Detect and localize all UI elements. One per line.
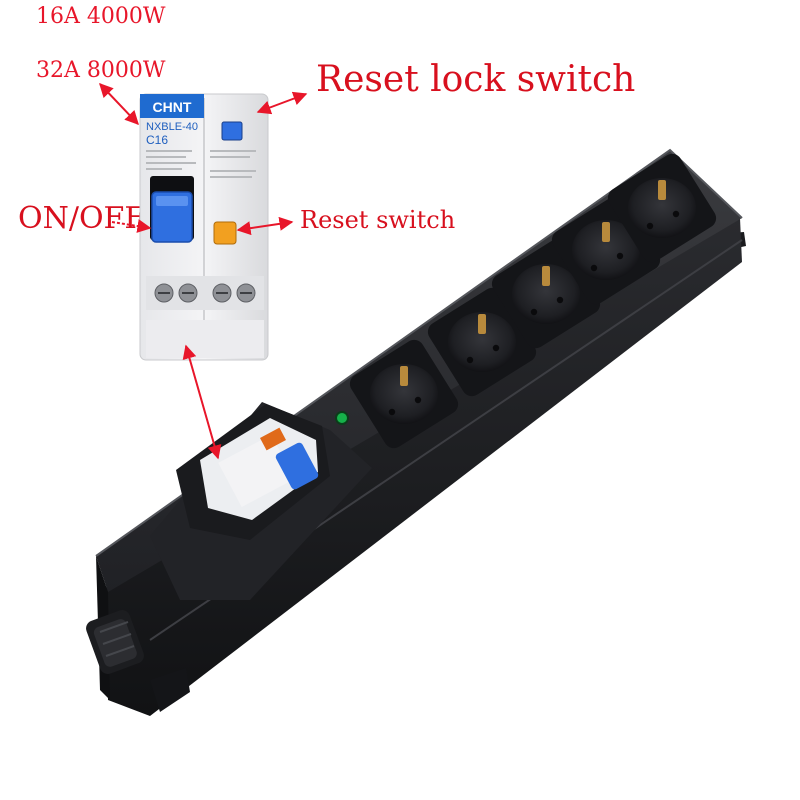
- spec-16a-4000w-label: 16A 4000W: [36, 4, 166, 29]
- brand-logo: CHNT: [153, 99, 192, 115]
- chnt-logo-band: [140, 94, 204, 118]
- arrow-reset-lock: [256, 91, 308, 115]
- outlets: [346, 150, 720, 452]
- cable-gland: [86, 610, 144, 674]
- on-off-label: ON/OFF: [18, 201, 146, 236]
- spec-32a-8000w-label: 32A 8000W: [36, 58, 166, 83]
- strip-front-face: [106, 218, 742, 716]
- arrow-reset-switch: [236, 216, 294, 236]
- reset-switch-button[interactable]: [213, 221, 237, 245]
- outlet-5[interactable]: [604, 150, 720, 266]
- arrow-spec-to-breaker: [99, 82, 139, 126]
- inner-reset-button[interactable]: [260, 427, 286, 451]
- power-strip: [86, 148, 746, 716]
- model-text: NXBLE-40: [146, 121, 198, 133]
- rating-text: C16: [146, 133, 168, 147]
- breaker-closeup: CHNT NXBLE-40 C16: [139, 93, 269, 361]
- inner-breaker-toggle[interactable]: [274, 441, 319, 490]
- reset-lock-switch-label: Reset lock switch: [316, 59, 636, 100]
- arrow-on-off: [111, 219, 152, 233]
- outlet-1[interactable]: [346, 336, 462, 452]
- power-indicator-light: [335, 411, 349, 425]
- reset-switch-label: Reset switch: [300, 206, 456, 234]
- breaker-cover: [150, 402, 372, 600]
- outlet-2[interactable]: [424, 284, 540, 400]
- front-mounting-bracket: [150, 668, 190, 712]
- reset-lock-button[interactable]: [221, 121, 243, 141]
- annotation-arrows: [99, 82, 308, 460]
- arrow-to-strip-breaker: [182, 344, 222, 460]
